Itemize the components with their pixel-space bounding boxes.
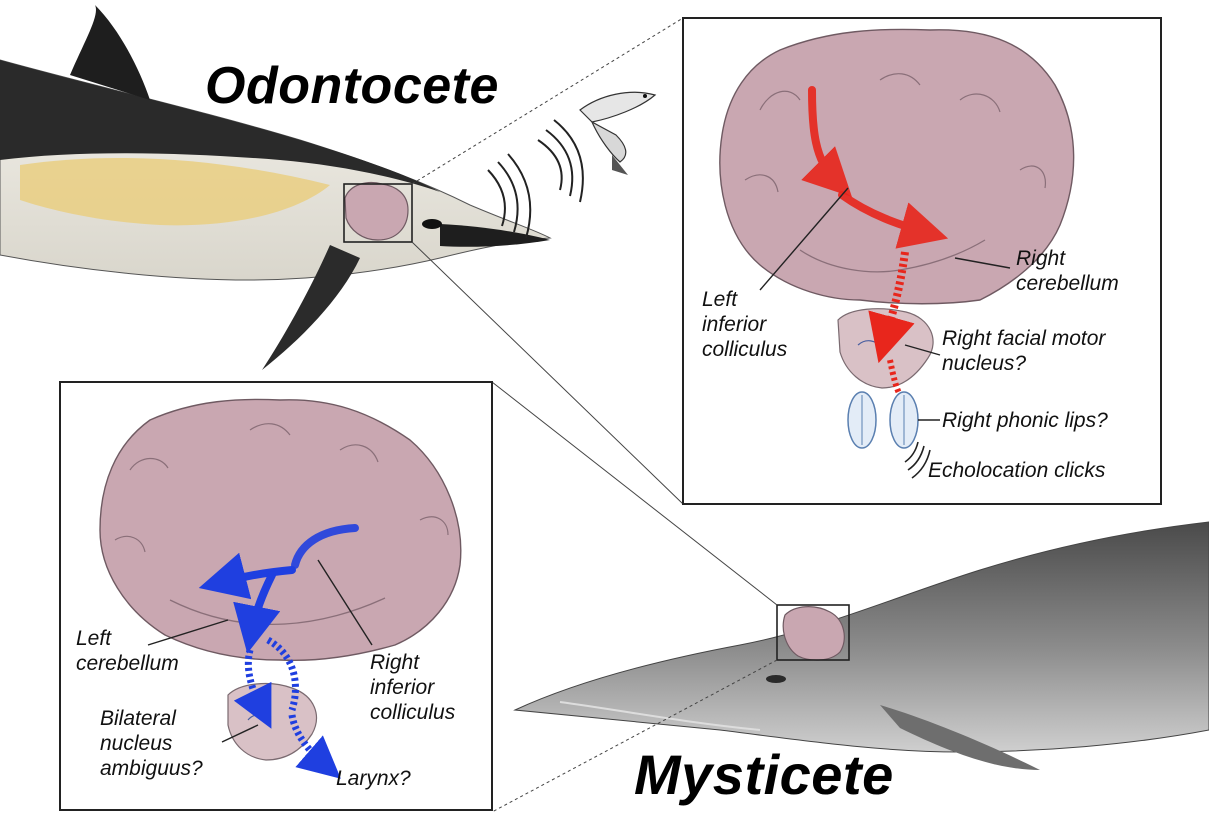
label-larynx: Larynx?: [336, 766, 411, 791]
label-right-cerebellum: Right cerebellum: [1016, 246, 1119, 296]
label-right-phonic-lips: Right phonic lips?: [942, 408, 1108, 433]
label-echolocation-clicks: Echolocation clicks: [928, 458, 1105, 483]
whale-illustration: [515, 522, 1209, 770]
label-right-inferior-colliculus: Right inferior colliculus: [370, 650, 455, 725]
label-left-inferior-colliculus: Left inferior colliculus: [702, 287, 787, 362]
label-right-facial-motor-nucleus: Right facial motor nucleus?: [942, 326, 1105, 376]
label-bilateral-nucleus-ambiguus: Bilateral nucleus ambiguus?: [100, 706, 203, 781]
mysticete-title: Mysticete: [634, 742, 894, 807]
fish-illustration: [580, 92, 655, 175]
odontocete-title: Odontocete: [205, 56, 499, 116]
label-left-cerebellum: Left cerebellum: [76, 626, 179, 676]
